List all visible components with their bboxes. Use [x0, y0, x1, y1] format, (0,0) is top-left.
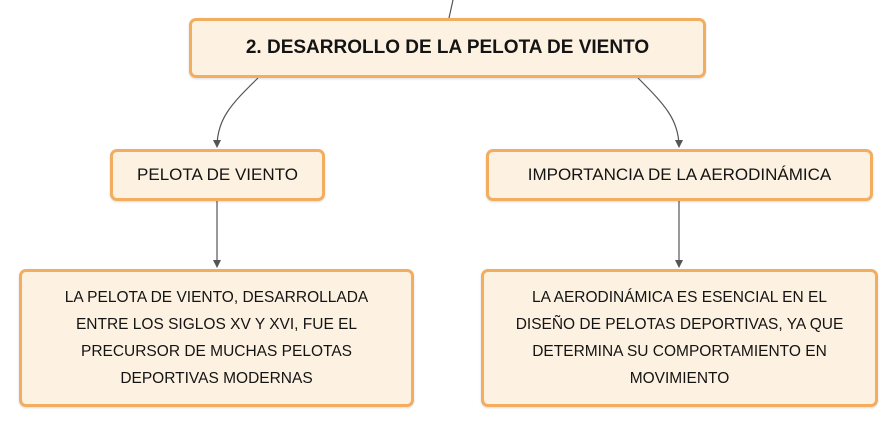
- topic-node-label: PELOTA DE VIENTO: [137, 165, 298, 184]
- root-node[interactable]: 2. DESARROLLO DE LA PELOTA DE VIENTO: [189, 18, 706, 78]
- detail-node-pelota-de-viento[interactable]: LA PELOTA DE VIENTO, DESARROLLADA ENTRE …: [19, 269, 414, 407]
- detail-node-importancia-aerodinamica[interactable]: LA AERODINÁMICA ES ESENCIAL EN EL DISEÑO…: [481, 269, 878, 407]
- connector-root-to-left-topic: [213, 77, 259, 148]
- root-node-label: 2. DESARROLLO DE LA PELOTA DE VIENTO: [245, 37, 650, 58]
- topic-node-importancia-aerodinamica[interactable]: IMPORTANCIA DE LA AERODINÁMICA: [486, 149, 873, 201]
- connector-root-to-right-topic: [637, 77, 683, 148]
- detail-node-text: LA PELOTA DE VIENTO, DESARROLLADA ENTRE …: [64, 289, 369, 387]
- topic-node-pelota-de-viento[interactable]: PELOTA DE VIENTO: [110, 149, 325, 201]
- detail-node-text: LA AERODINÁMICA ES ESENCIAL EN EL DISEÑO…: [515, 289, 844, 387]
- topic-node-label: IMPORTANCIA DE LA AERODINÁMICA: [527, 165, 832, 184]
- connector-incoming: [448, 0, 454, 19]
